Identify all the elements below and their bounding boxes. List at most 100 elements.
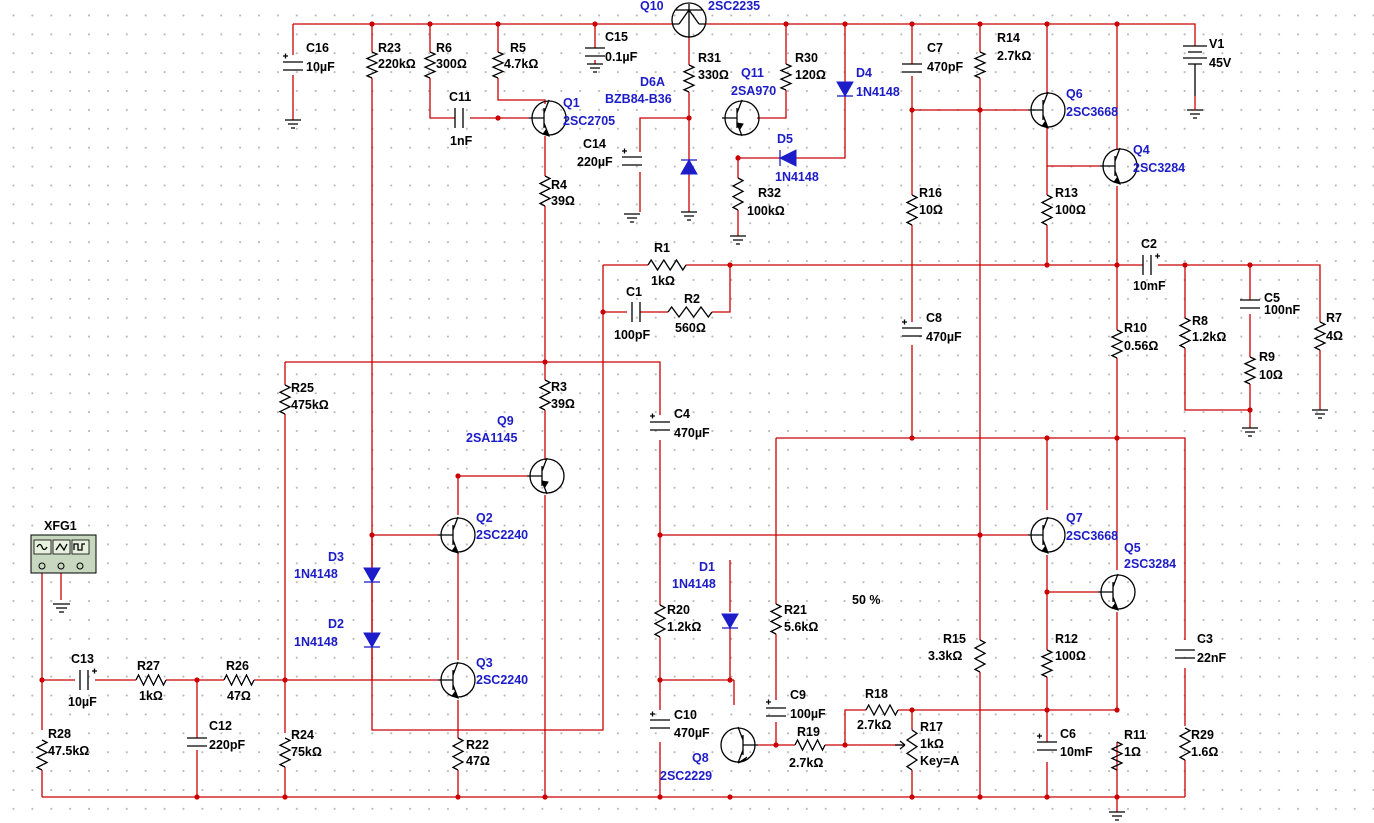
resistor-r6[interactable] [423,51,437,79]
transistor-q8[interactable] [720,726,758,764]
label-q6-ref: Q6 [1066,87,1083,101]
label-c1-value: 100pF [614,328,650,342]
resistor-r12[interactable] [1040,649,1054,678]
label-r5-ref: R5 [510,41,526,55]
label-r14-ref: R14 [997,31,1020,45]
resistor-r2[interactable] [667,305,713,319]
resistor-r21[interactable] [769,603,783,635]
capacitor-c11[interactable] [454,108,464,128]
label-r16-value: 10Ω [919,203,943,217]
resistor-r20[interactable] [653,604,667,638]
resistor-r31[interactable] [682,64,696,93]
transistor-q1[interactable] [529,99,567,137]
label-q6-value: 2SC3668 [1066,105,1118,119]
diode-d4[interactable] [836,81,854,98]
capacitor-c15[interactable] [585,47,605,73]
label-q9-value: 2SA1145 [466,431,517,445]
label-c12-ref: C12 [209,719,232,733]
label-c8-ref: C8 [926,311,942,325]
label-r10-ref: R10 [1124,321,1147,335]
resistor-r14[interactable] [973,51,987,79]
capacitor-c4[interactable] [650,413,670,431]
transistor-q9[interactable] [527,457,565,495]
resistor-r22[interactable] [451,737,465,771]
label-r22-value: 47Ω [466,754,490,768]
potentiometer-r17[interactable] [895,729,919,771]
transistor-q7[interactable] [1028,516,1066,554]
function-generator-xfg1[interactable] [30,534,97,613]
label-c14-value: 220µF [577,155,613,169]
resistor-r26[interactable] [223,673,255,687]
resistor-r18[interactable] [865,703,899,717]
resistor-r3[interactable] [538,379,552,411]
capacitor-c2[interactable] [1142,253,1160,276]
resistor-r9[interactable] [1242,356,1258,437]
capacitor-c8[interactable] [902,319,922,337]
resistor-r19[interactable] [794,738,826,752]
label-q7-value: 2SC3668 [1066,529,1118,543]
label-c2-value: 10mF [1133,279,1166,293]
label-r29-ref: R29 [1191,728,1214,742]
zener-d6a[interactable] [680,158,698,221]
resistor-r27[interactable] [135,673,167,687]
resistor-r16[interactable] [905,194,919,226]
capacitor-c14[interactable] [622,148,642,223]
resistor-r1[interactable] [647,258,687,272]
resistor-r30[interactable] [779,63,793,91]
label-r13-value: 100Ω [1055,203,1086,217]
capacitor-c13[interactable] [79,668,97,691]
transistor-q2[interactable] [438,516,476,554]
diode-d5[interactable] [778,149,797,167]
transistor-q6[interactable] [1028,91,1066,129]
sine-wave-icon [36,543,48,551]
capacitor-c12[interactable] [187,737,207,747]
resistor-r13[interactable] [1040,194,1054,226]
label-c10-ref: C10 [674,708,697,722]
label-r30-ref: R30 [795,51,818,65]
label-r1-ref: R1 [654,241,670,255]
resistor-r11[interactable] [1109,741,1125,821]
capacitor-c1[interactable] [631,302,641,322]
supply-v1[interactable] [1183,45,1207,119]
label-r21-value: 5.6kΩ [784,620,818,634]
label-r32-value: 100kΩ [747,204,785,218]
transistor-q3[interactable] [438,661,476,699]
resistor-r8[interactable] [1178,317,1192,349]
capacitor-c9[interactable] [766,699,786,717]
resistor-r28[interactable] [35,739,49,771]
label-c5-value: 100nF [1264,303,1300,317]
capacitor-c10[interactable] [650,711,670,729]
resistor-r32[interactable] [730,177,746,245]
capacitor-c16[interactable] [283,53,303,129]
diode-d2[interactable] [363,632,381,649]
label-r27-ref: R27 [137,659,160,673]
label-d4-value: 1N4148 [856,85,900,99]
label-c9-ref: C9 [790,688,806,702]
transistor-q4[interactable] [1100,147,1138,185]
label-c7-value: 470pF [927,60,963,74]
resistor-r4[interactable] [538,175,552,207]
resistor-r5[interactable] [491,51,505,79]
label-c1-ref: C1 [626,285,642,299]
resistor-r10[interactable] [1110,329,1124,359]
resistor-r29[interactable] [1178,727,1192,761]
label-r8-ref: R8 [1192,314,1208,328]
label-r31-ref: R31 [698,51,721,65]
diode-d1[interactable] [721,613,739,630]
resistor-r15[interactable] [973,639,987,673]
transistor-q11[interactable] [722,99,760,137]
transistor-q10[interactable] [671,2,707,38]
capacitor-c6[interactable] [1037,733,1057,751]
label-r20-ref: R20 [667,603,690,617]
diode-d3[interactable] [363,567,381,584]
capacitor-c7[interactable] [902,63,922,73]
label-r17-key: Key=A [920,754,959,768]
capacitor-c5[interactable] [1240,299,1260,309]
transistor-q5[interactable] [1098,573,1136,611]
resistor-r24[interactable] [278,737,292,768]
capacitor-c3[interactable] [1175,649,1195,659]
resistor-r7[interactable] [1312,321,1328,419]
resistor-r25[interactable] [278,384,292,415]
label-r28-ref: R28 [48,727,71,741]
resistor-r23[interactable] [365,51,379,79]
